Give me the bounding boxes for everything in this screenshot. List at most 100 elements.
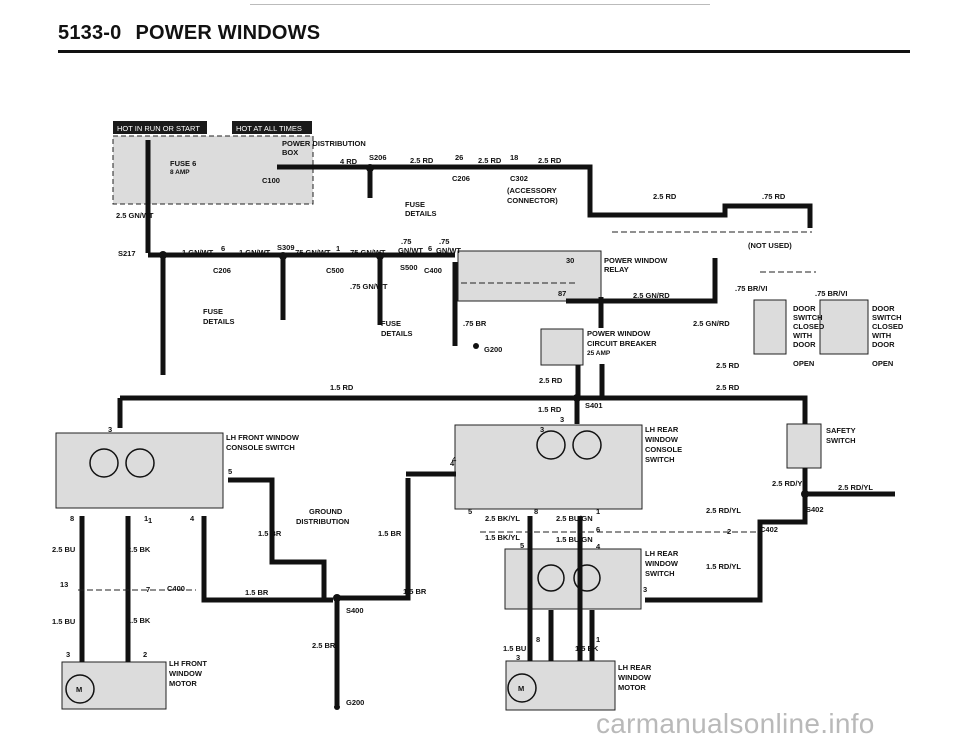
w15br-c-label: 1.5 BR	[245, 588, 269, 597]
safety-label-1: SAFETY	[826, 426, 856, 435]
w25gnwt-label: 2.5 GN/WT	[116, 211, 154, 220]
component-boxes	[55, 135, 869, 711]
pin-1a: 1	[144, 514, 148, 523]
watermark: carmanualsonline.info	[596, 708, 875, 739]
s309-label: S309	[277, 243, 295, 252]
pin-4b: 4	[190, 514, 195, 523]
c400-b-label: C400	[167, 584, 185, 593]
hot-all-label: HOT AT ALL TIMES	[236, 124, 302, 133]
fuse-a-label-2: DETAILS	[405, 209, 437, 218]
lh-rear-console-switch-box	[454, 424, 643, 510]
c100-label: C100	[262, 176, 280, 185]
s402-label: S402	[806, 505, 824, 514]
ds1-label-a: DOOR	[793, 304, 816, 313]
w75b-label: .75	[439, 237, 449, 246]
pin-2a: 2	[143, 650, 147, 659]
pin-2c: 2	[727, 527, 731, 536]
acc-label-2: CONNECTOR)	[507, 196, 558, 205]
relay-label-1: POWER WINDOW	[604, 256, 668, 265]
ds2-label-f: OPEN	[872, 359, 893, 368]
pin-3a: 3	[108, 425, 112, 434]
w25rd-g-label: 2.5 RD	[716, 383, 740, 392]
fuse6-label: FUSE 6	[170, 159, 196, 168]
motor-m1-label: M	[76, 685, 82, 694]
w25rdyl-b-label: 2.5 RD/YL	[838, 483, 873, 492]
c302-label: C302	[510, 174, 528, 183]
switch-circles	[65, 430, 602, 704]
acc-label-1: (ACCESSORY	[507, 186, 557, 195]
wires-dashed	[78, 231, 816, 591]
pin-6c: 6	[596, 525, 600, 534]
lhfm-label-3: MOTOR	[169, 679, 197, 688]
w15bugn-label: 1.5 BU/GN	[556, 535, 593, 544]
c500-label: C500	[326, 266, 344, 275]
w15rd-b-label: 1.5 RD	[538, 405, 562, 414]
page-title: POWER WINDOWS	[135, 22, 321, 44]
lhrm-label-1: LH REAR	[618, 663, 652, 672]
ds2-label-a: DOOR	[872, 304, 895, 313]
lhrw-label-2: WINDOW	[645, 559, 679, 568]
w25rd-c-label: 2.5 RD	[538, 156, 562, 165]
ds1-label-e: DOOR	[793, 340, 816, 349]
relay-pin87-label: 87	[558, 289, 566, 298]
pin-3e: 3	[516, 653, 520, 662]
pin6-b-label: 6	[428, 244, 432, 253]
pin-4d: 4	[596, 542, 601, 551]
w15rd-a-label: 1.5 RD	[330, 383, 354, 392]
lhrm-label-2: WINDOW	[618, 673, 652, 682]
w25bu-label: 2.5 BU	[52, 545, 75, 554]
w15rdyl-label: 1.5 RD/YL	[706, 562, 741, 571]
c400-a-label: C400	[424, 266, 442, 275]
pin-4c: 4	[452, 455, 457, 464]
w25rd-a-label: 2.5 RD	[410, 156, 434, 165]
w1gnwt-b-label: 1 GN/WT	[239, 248, 271, 257]
w75gnwt-c-label: GN/WT	[398, 246, 423, 255]
w25bugn-label: 2.5 BU/GN	[556, 514, 593, 523]
lhfs-label-2: CONSOLE SWITCH	[226, 443, 295, 452]
ds2-label-c: CLOSED	[872, 322, 904, 331]
gd-label-1: GROUND	[309, 507, 343, 516]
pin-3d: 3	[643, 585, 647, 594]
hot-run-label: HOT IN RUN OR START	[117, 124, 200, 133]
w25rd-d-label: 2.5 RD	[653, 192, 677, 201]
hot-run-bar	[113, 121, 207, 134]
splice-dots	[159, 164, 809, 710]
w75brvi-b-label: .75 BR/VI	[815, 289, 848, 298]
lhrw-label-1: LH REAR	[645, 549, 679, 558]
w25gnrd-a-label: 2.5 GN/RD	[633, 291, 670, 300]
ds2-label-b: SWITCH	[872, 313, 902, 322]
w75rd-label: .75 RD	[762, 192, 786, 201]
w15br-a-label: 1.5 BR	[258, 529, 282, 538]
ds2-label-d: WITH	[872, 331, 891, 340]
ds1-label-c: CLOSED	[793, 322, 825, 331]
hot-all-bar	[232, 121, 312, 134]
w75gnwt-e-label: .75 GN/WT	[350, 282, 388, 291]
w15bu-a-label: 1.5 BU	[52, 617, 75, 626]
g200-b-label: G200	[346, 698, 364, 707]
lhfm-label-2: WINDOW	[169, 669, 203, 678]
pin-5c: 5	[520, 541, 524, 550]
w4rd-label: 4 RD	[340, 157, 358, 166]
w25gnrd-b-label: 2.5 GN/RD	[693, 319, 730, 328]
ds1-label-f: OPEN	[793, 359, 814, 368]
pin-4a: 4	[450, 459, 455, 468]
w75gnwt-a-label: .75 GN/WT	[293, 248, 331, 257]
pin-7: 7	[146, 585, 150, 594]
fuse-a-label-1: FUSE	[405, 200, 425, 209]
relay-box	[457, 250, 602, 302]
pin26-label: 26	[455, 153, 463, 162]
w1gnwt-a-label: 1 GN/WT	[182, 248, 214, 257]
motor-m2-label: M	[518, 684, 524, 693]
pin-1d: 1	[148, 516, 152, 525]
c206-a-label: C206	[452, 174, 470, 183]
lh-front-motor-box	[61, 661, 167, 710]
s500-label: S500	[400, 263, 418, 272]
fuse-b-label-1: FUSE	[203, 307, 223, 316]
gd-label-2: DISTRIBUTION	[296, 517, 349, 526]
circuit-breaker-box	[540, 328, 584, 366]
w25rdyl-c-label: 2.5 RD/YL	[706, 506, 741, 515]
lhrm-label-3: MOTOR	[618, 683, 646, 692]
pdb-label-2: BOX	[282, 148, 298, 157]
w25br-label: 2.5 BR	[312, 641, 336, 650]
